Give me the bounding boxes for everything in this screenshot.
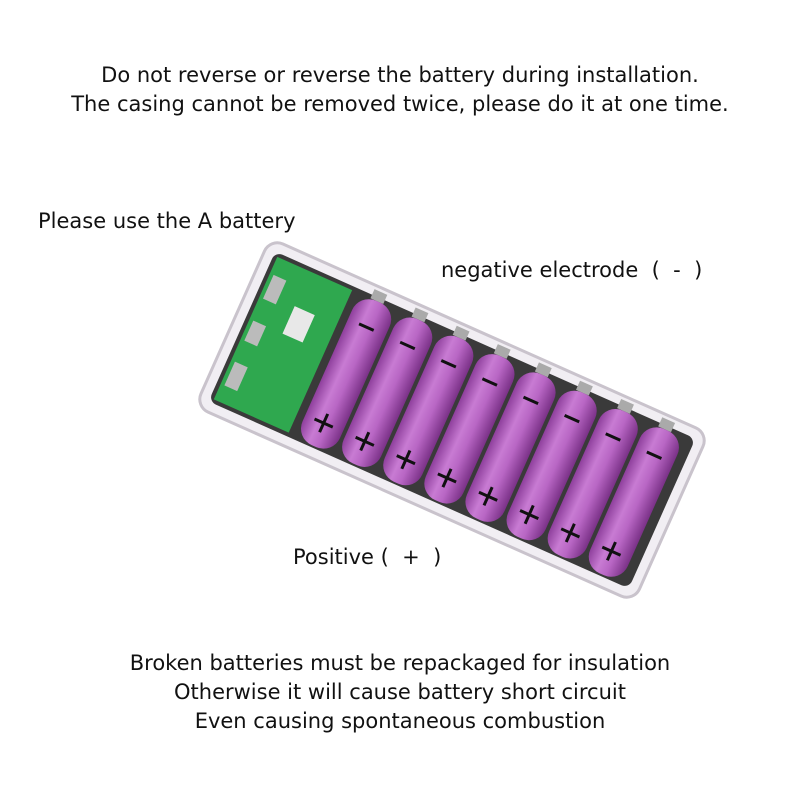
minus-mark xyxy=(605,432,621,442)
battery-cell xyxy=(506,380,597,541)
warning-line-2: Otherwise it will cause battery short ci… xyxy=(174,680,626,704)
battery-cell xyxy=(588,417,679,577)
notice-line-1: Do not reverse or reverse the battery du… xyxy=(101,63,699,87)
battery-cell xyxy=(424,344,515,504)
battery-cell xyxy=(383,325,474,486)
plus-mark xyxy=(396,449,416,470)
minus-mark xyxy=(563,414,580,424)
minus-mark xyxy=(481,377,498,387)
minus-mark xyxy=(440,359,457,369)
minus-mark xyxy=(522,395,539,405)
plus-mark xyxy=(601,541,622,561)
battery-cell xyxy=(342,307,433,467)
plus-mark xyxy=(560,523,581,543)
plus-mark xyxy=(437,468,457,488)
plus-mark xyxy=(355,431,375,452)
plus-mark xyxy=(478,486,498,507)
positive-label: Positive ( + ) xyxy=(293,545,442,569)
minus-mark xyxy=(646,450,663,460)
pcb-board xyxy=(213,256,353,433)
plus-mark xyxy=(519,504,539,525)
minus-mark xyxy=(358,322,375,332)
battery-type-label: Please use the A battery xyxy=(38,209,296,233)
plus-mark xyxy=(313,413,334,433)
battery-cell xyxy=(300,289,392,449)
warning-line-3: Even causing spontaneous combustion xyxy=(194,709,606,733)
notice-line-2: The casing cannot be removed twice, plea… xyxy=(71,92,729,116)
battery-cell xyxy=(547,398,638,559)
minus-mark xyxy=(399,340,416,351)
warning-line-1: Broken batteries must be repackaged for … xyxy=(129,651,671,675)
negative-electrode-label: negative electrode ( - ) xyxy=(441,258,703,282)
battery-cell xyxy=(465,362,556,522)
